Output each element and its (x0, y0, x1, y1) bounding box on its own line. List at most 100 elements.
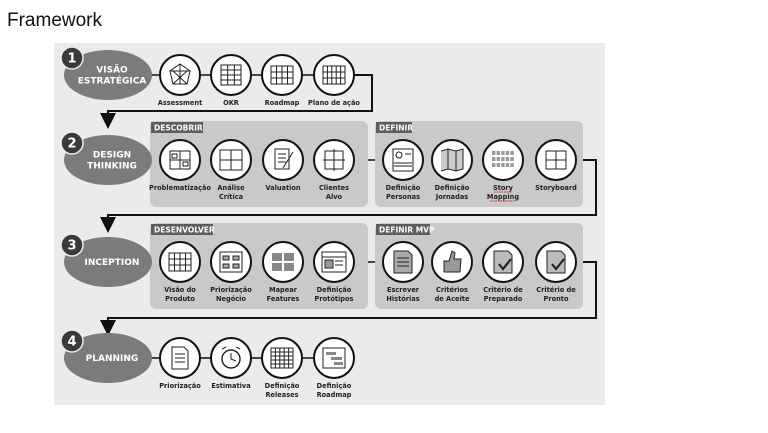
priority-board-icon (219, 251, 243, 273)
step-label: Features (267, 295, 300, 303)
stage-title: ESTRATÉGICA (78, 75, 147, 87)
step-label: Problematização (149, 184, 211, 192)
framework-step: Problematização (149, 139, 211, 192)
storyboard-icon (545, 150, 567, 170)
framework-step: Valuation (262, 139, 304, 192)
step-label: Produto (165, 295, 195, 303)
stage-ellipse (64, 237, 152, 287)
target-quadrant-icon (323, 149, 345, 171)
step-label: Plano de ação (308, 99, 360, 107)
step-label: Alvo (326, 193, 343, 201)
framework-step: OKR (210, 54, 252, 107)
framework-step: Priorização (159, 337, 201, 390)
step-label: Personas (386, 193, 420, 201)
stage-ellipse (64, 135, 152, 185)
stage-number: 2 (67, 137, 76, 152)
alarm-clock-icon (221, 346, 241, 369)
step-circle (261, 337, 303, 379)
step-circle (210, 241, 252, 283)
stage-title: INCEPTION (85, 258, 140, 268)
phase-group-label-bar (151, 122, 203, 133)
page-title: Framework (7, 10, 103, 31)
done-doc-icon (546, 250, 566, 274)
phase-group-label: DEFINIR (379, 124, 413, 133)
step-label: Priorização (159, 382, 201, 390)
features-tiles-icon (272, 253, 294, 271)
stage-number-badge (60, 131, 84, 155)
okr-grid-icon (220, 64, 242, 86)
problem-board-icon (169, 150, 191, 170)
compass-icon (169, 63, 191, 85)
step-label: Jornadas (435, 193, 469, 201)
stage-number: 3 (67, 239, 76, 254)
releases-grid-icon (270, 347, 294, 369)
phase-group-label-bar (376, 122, 412, 133)
step-label: Critério de (483, 286, 523, 294)
persona-card-icon (392, 148, 414, 172)
phase-group-label: DEFINIR MVP (379, 226, 435, 235)
step-label: Crítica (219, 193, 243, 201)
step-label: Mapping (487, 193, 519, 201)
step-label: Assessment (158, 99, 202, 107)
stage-number-badge (60, 329, 84, 353)
phase-group-label: DESENVOLVER (154, 226, 215, 235)
stage-number: 4 (67, 335, 76, 350)
step-circle (313, 241, 355, 283)
flow-connector-1 (100, 74, 373, 129)
prototype-window-icon (321, 251, 347, 273)
phase-group-label: DESCOBRIR (154, 124, 203, 133)
priority-doc-icon (171, 346, 189, 370)
framework-step: Roadmap (261, 54, 303, 107)
product-board-icon (168, 252, 192, 272)
step-label: Estimativa (211, 382, 250, 390)
step-label: Roadmap (265, 99, 300, 107)
phase-group-box (150, 121, 368, 207)
checklist-icon (274, 148, 294, 170)
step-label: Critério de (536, 286, 576, 294)
step-label: Definição (317, 286, 352, 294)
step-label: Preparado (484, 295, 523, 303)
thumbs-up-icon (443, 250, 462, 273)
step-label: OKR (223, 99, 239, 107)
step-label: Histórias (386, 295, 419, 303)
step-label: Negócio (216, 295, 246, 303)
step-label: de Aceite (435, 295, 470, 303)
step-label: Pronto (544, 295, 569, 303)
flow-connector-2 (100, 159, 597, 233)
step-label: Roadmap (317, 391, 352, 399)
framework-step: Assessment (158, 54, 202, 107)
step-label: Protótipos (315, 295, 354, 303)
framework-step: Estimativa (210, 337, 252, 390)
step-circle (313, 54, 355, 96)
step-label: Definição (386, 184, 421, 192)
step-label: Análise (217, 184, 245, 192)
step-circle (262, 139, 304, 181)
step-label: Releases (265, 391, 298, 399)
step-label: Valuation (265, 184, 301, 192)
stage-title: VISÃO (96, 65, 128, 76)
step-label: Clientes (319, 184, 349, 192)
step-label: Priorização (210, 286, 252, 294)
step-label: Critérios (436, 286, 468, 294)
document-icon (393, 250, 413, 274)
stage-ellipse (64, 333, 152, 383)
step-circle (262, 241, 304, 283)
story-mapping-icon (492, 151, 514, 167)
step-label: Definição (435, 184, 470, 192)
step-label: Mapear (269, 286, 298, 294)
phase-group-label-bar (376, 224, 430, 235)
flow-connector-3 (100, 261, 597, 336)
framework-step: Plano de ação (308, 54, 360, 107)
